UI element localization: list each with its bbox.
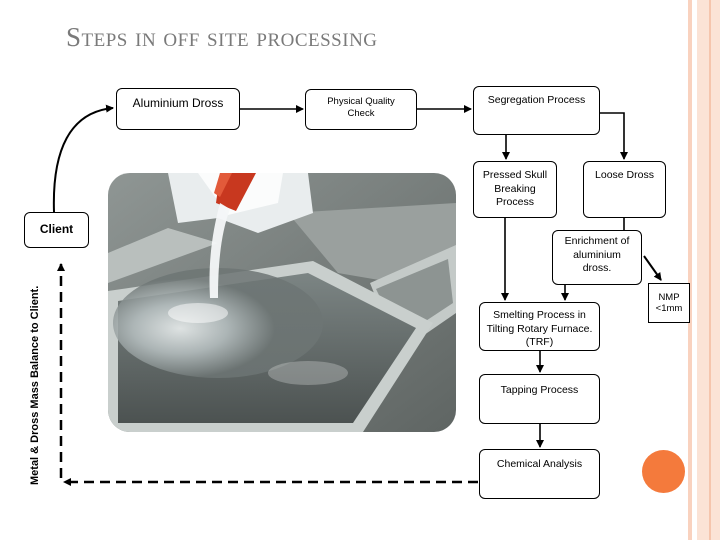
decorative-orange-circle <box>642 450 685 493</box>
smelting-process-box: Smelting Process in Tilting Rotary Furna… <box>479 302 600 351</box>
nmp-label: NMP <1mm <box>655 292 683 315</box>
arrow-enrichment-to-nmp <box>643 255 662 281</box>
physical-quality-check-label: Physical Quality Check <box>327 96 395 120</box>
border-stripe-outer <box>697 0 720 540</box>
loose-dross-box: Loose Dross <box>583 161 666 218</box>
tapping-process-box: Tapping Process <box>479 374 600 424</box>
border-stripe-edge <box>709 0 711 540</box>
chemical-analysis-label: Chemical Analysis <box>496 458 583 470</box>
enrichment-box: Enrichment of aluminium dross. <box>552 230 642 285</box>
segregation-process-label: Segregation Process <box>487 94 586 106</box>
tapping-process-label: Tapping Process <box>500 384 579 396</box>
physical-quality-check-box: Physical Quality Check <box>305 89 417 130</box>
border-stripe-inner <box>688 0 692 540</box>
chemical-analysis-box: Chemical Analysis <box>479 449 600 499</box>
pressed-skull-label: Pressed Skull Breaking Process <box>482 169 548 209</box>
enrichment-label: Enrichment of aluminium dross. <box>564 235 630 275</box>
client-box: Client <box>24 212 89 248</box>
aluminium-dross-box: Aluminium Dross <box>116 88 240 130</box>
segregation-process-box: Segregation Process <box>473 86 600 135</box>
slide-title: Steps in off site processing <box>66 22 378 52</box>
molten-aluminium-photo <box>108 173 456 432</box>
client-label: Client <box>39 222 74 237</box>
nmp-box: NMP <1mm <box>648 283 690 323</box>
loose-dross-label: Loose Dross <box>595 169 654 181</box>
aluminium-dross-label: Aluminium Dross <box>132 96 224 110</box>
arrow-client-to-dross <box>52 104 114 213</box>
smelting-process-label: Smelting Process in Tilting Rotary Furna… <box>486 309 593 349</box>
arrow-segregation-to-loose <box>600 112 628 160</box>
pressed-skull-box: Pressed Skull Breaking Process <box>473 161 557 218</box>
mass-balance-side-label: Metal & Dross Mass Balance to Client. <box>29 285 41 485</box>
